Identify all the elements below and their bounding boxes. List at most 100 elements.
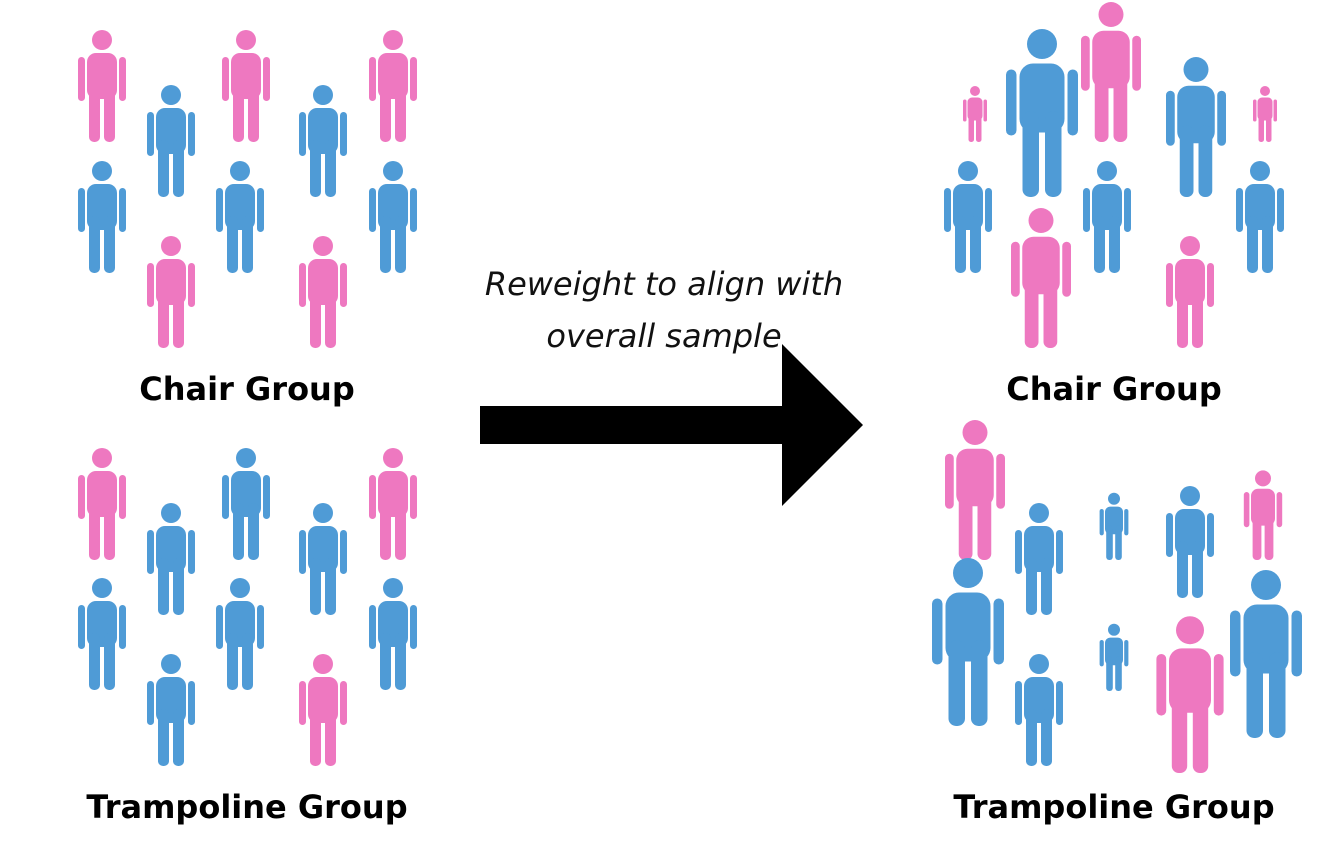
person-arm-right	[985, 188, 992, 232]
person-male-icon	[1015, 503, 1063, 615]
person-male-icon	[1006, 29, 1078, 197]
person-leg-left	[1022, 111, 1039, 197]
person-leg-right	[1041, 709, 1052, 766]
person-arm-right	[1273, 99, 1277, 122]
person-arm-left	[1015, 530, 1022, 574]
person-arm-left	[1243, 492, 1250, 528]
person-head	[230, 578, 250, 598]
person-leg-left	[1171, 693, 1188, 773]
person-head	[92, 30, 112, 50]
person-leg-left	[227, 216, 238, 273]
person-arm-right	[410, 605, 417, 649]
person-male-icon	[932, 558, 1004, 726]
person-leg-right	[395, 633, 406, 690]
person-head	[962, 420, 988, 445]
person-leg-left	[1026, 709, 1037, 766]
after-chair-group-label: Chair Group	[1006, 370, 1222, 408]
person-female-icon	[945, 420, 1005, 560]
person-leg-left	[1177, 541, 1188, 598]
person-arm-right	[1276, 492, 1283, 528]
person-leg-right	[1113, 70, 1128, 142]
person-arm-left	[299, 112, 306, 156]
person-head	[383, 30, 403, 50]
person-male-icon	[78, 578, 126, 690]
person-leg-left	[380, 503, 391, 560]
person-arm-right	[1056, 681, 1063, 725]
person-head	[92, 161, 112, 181]
person-arm-left	[147, 681, 154, 725]
person-arm-right	[263, 57, 270, 101]
person-arm-left	[369, 57, 376, 101]
person-arm-left	[1081, 35, 1090, 91]
person-head	[383, 448, 403, 468]
person-leg-right	[395, 216, 406, 273]
person-male-icon	[1230, 570, 1302, 738]
person-arm-left	[78, 475, 85, 519]
person-leg-left	[968, 113, 974, 142]
person-leg-right	[1041, 558, 1052, 615]
person-arm-left	[1230, 610, 1241, 677]
person-leg-left	[1179, 125, 1194, 197]
before-trampoline-group-label: Trampoline Group	[86, 788, 408, 826]
before-chair-people	[78, 30, 417, 348]
person-arm-left	[1011, 241, 1020, 297]
person-leg-right	[104, 216, 115, 273]
person-arm-right	[188, 263, 195, 307]
person-leg-left	[955, 216, 966, 273]
person-arm-right	[1124, 509, 1129, 536]
person-leg-right	[325, 709, 336, 766]
person-female-icon	[222, 30, 270, 142]
person-head	[970, 86, 980, 96]
person-arm-left	[299, 263, 306, 307]
person-leg-right	[1192, 291, 1203, 348]
person-head	[92, 578, 112, 598]
person-male-icon	[147, 85, 195, 197]
person-leg-right	[104, 503, 115, 560]
person-female-icon	[1253, 86, 1277, 142]
person-male-icon	[1099, 623, 1129, 691]
person-leg-right	[976, 113, 982, 142]
person-leg-left	[380, 85, 391, 142]
person-arm-left	[369, 188, 376, 232]
person-female-icon	[963, 86, 987, 142]
person-leg-right	[1266, 113, 1272, 142]
person-head	[1108, 623, 1120, 636]
person-leg-right	[1264, 514, 1274, 560]
person-leg-left	[948, 640, 965, 726]
person-head	[313, 503, 333, 523]
person-arm-right	[1207, 513, 1214, 557]
person-leg-right	[104, 633, 115, 690]
person-arm-right	[188, 681, 195, 725]
person-arm-left	[216, 605, 223, 649]
person-arm-left	[1166, 263, 1173, 307]
person-arm-left	[299, 681, 306, 725]
person-arm-left	[1166, 90, 1175, 146]
person-female-icon	[78, 448, 126, 560]
person-head	[1029, 503, 1049, 523]
person-leg-right	[1115, 525, 1122, 560]
person-leg-left	[1258, 113, 1264, 142]
person-arm-left	[147, 112, 154, 156]
person-arm-right	[1217, 90, 1226, 146]
person-leg-left	[1106, 525, 1113, 560]
person-arm-right	[410, 188, 417, 232]
person-arm-right	[119, 475, 126, 519]
person-arm-left	[299, 530, 306, 574]
person-head	[1028, 208, 1054, 233]
person-head	[313, 236, 333, 256]
person-arm-left	[945, 453, 954, 509]
person-leg-left	[1094, 70, 1109, 142]
person-male-icon	[299, 503, 347, 615]
person-male-icon	[216, 161, 264, 273]
reweight-caption: Reweight to align with overall sample	[484, 265, 844, 355]
person-arm-right	[1207, 263, 1214, 307]
person-male-icon	[944, 161, 992, 273]
person-male-icon	[369, 161, 417, 273]
person-head	[236, 448, 256, 468]
person-female-icon	[369, 30, 417, 142]
person-arm-right	[410, 57, 417, 101]
person-leg-right	[173, 709, 184, 766]
person-male-icon	[216, 578, 264, 690]
person-arm-left	[1099, 640, 1104, 667]
